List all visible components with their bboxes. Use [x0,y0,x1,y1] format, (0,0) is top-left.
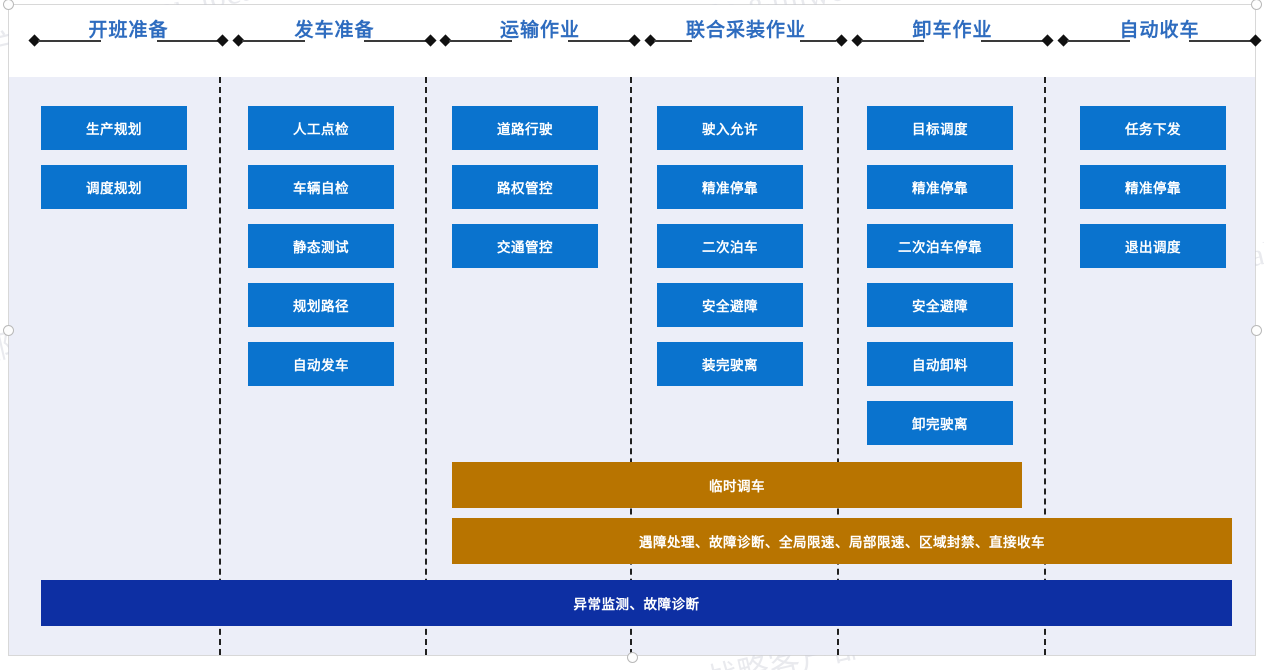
task-box[interactable]: 交通管控 [452,224,598,268]
task-box[interactable]: 卸完驶离 [867,401,1013,445]
diamond-marker-right [1249,34,1262,47]
phase-title: 运输作业 [499,20,580,41]
task-box[interactable]: 静态测试 [248,224,394,268]
phase-header-0: 开班准备 [28,5,229,77]
phase-title: 联合采装作业 [685,20,806,41]
connector-line-right [1189,40,1252,42]
phase-column-3: 驶入允许 精准停靠 二次泊车 安全避障 装完驶离 [657,106,803,401]
task-box[interactable]: 任务下发 [1080,106,1226,150]
temporary-dispatch-bar[interactable]: 临时调车 [452,462,1022,508]
phase-column-1: 人工点检 车辆自检 静态测试 规划路径 自动发车 [248,106,394,401]
task-box[interactable]: 精准停靠 [657,165,803,209]
phase-connector [851,34,1054,47]
task-box[interactable]: 自动发车 [248,342,394,386]
phase-column-0: 生产规划 调度规划 [41,106,187,224]
phase-header-1: 发车准备 [232,5,437,77]
task-box[interactable]: 安全避障 [867,283,1013,327]
column-separator [219,77,221,655]
task-box[interactable]: 安全避障 [657,283,803,327]
connector-line-left [861,40,924,42]
phase-header-4: 卸车作业 [851,5,1054,77]
diamond-marker-right [216,34,229,47]
connector-line-right [981,40,1043,42]
phase-header-5: 自动收车 [1057,5,1262,77]
exception-handling-bar[interactable]: 遇障处理、故障诊断、全局限速、局部限速、区域封禁、直接收车 [452,518,1232,564]
phase-column-4: 目标调度 精准停靠 二次泊车停靠 安全避障 自动卸料 卸完驶离 [867,106,1013,460]
process-panel: 生产规划 调度规划 人工点检 车辆自检 静态测试 规划路径 自动发车 道路行驶 … [9,77,1255,655]
phase-connector [28,34,229,47]
task-box[interactable]: 二次泊车停靠 [867,224,1013,268]
phase-title: 卸车作业 [912,20,993,41]
resize-handle-bottom-center[interactable] [627,652,638,663]
connector-line-left [449,40,512,42]
connector-line-left [1067,40,1130,42]
task-box[interactable]: 人工点检 [248,106,394,150]
column-separator [425,77,427,655]
task-box[interactable]: 目标调度 [867,106,1013,150]
connector-line-right [364,40,427,42]
phase-column-2: 道路行驶 路权管控 交通管控 [452,106,598,283]
diamond-marker-right [628,34,641,47]
column-separator [1044,77,1046,655]
task-box[interactable]: 路权管控 [452,165,598,209]
task-box[interactable]: 规划路径 [248,283,394,327]
resize-handle-middle-left[interactable] [3,325,14,336]
phase-connector [644,34,848,47]
task-box[interactable]: 道路行驶 [452,106,598,150]
phase-title: 开班准备 [88,20,169,41]
task-box[interactable]: 退出调度 [1080,224,1226,268]
phase-connector [1057,34,1262,47]
column-separator [837,77,839,655]
resize-handle-middle-right[interactable] [1251,325,1262,336]
task-box[interactable]: 二次泊车 [657,224,803,268]
task-box[interactable]: 精准停靠 [1080,165,1226,209]
task-box[interactable]: 车辆自检 [248,165,394,209]
phase-header-3: 联合采装作业 [644,5,848,77]
task-box[interactable]: 装完驶离 [657,342,803,386]
task-box[interactable]: 调度规划 [41,165,187,209]
diamond-marker-right [424,34,437,47]
connector-line-right [568,40,630,42]
connector-line-left [242,40,305,42]
resize-handle-top-right[interactable] [1251,0,1262,10]
phase-title: 自动收车 [1119,20,1200,41]
anomaly-monitoring-bar[interactable]: 异常监测、故障诊断 [41,580,1232,626]
phase-header-bar: 开班准备 发车准备 运输作业 [9,5,1262,77]
task-box[interactable]: 精准停靠 [867,165,1013,209]
connector-line-left [38,40,101,42]
connector-line-left [654,40,692,42]
connector-line-right [157,40,219,42]
diamond-marker-right [1041,34,1054,47]
phase-connector [439,34,641,47]
phase-column-5: 任务下发 精准停靠 退出调度 [1080,106,1226,283]
column-separator [630,77,632,655]
connector-line-right [800,40,836,42]
phase-title: 发车准备 [294,20,375,41]
phase-connector [232,34,437,47]
task-box[interactable]: 驶入允许 [657,106,803,150]
task-box[interactable]: 自动卸料 [867,342,1013,386]
phase-header-2: 运输作业 [439,5,641,77]
diamond-marker-right [835,34,848,47]
task-box[interactable]: 生产规划 [41,106,187,150]
